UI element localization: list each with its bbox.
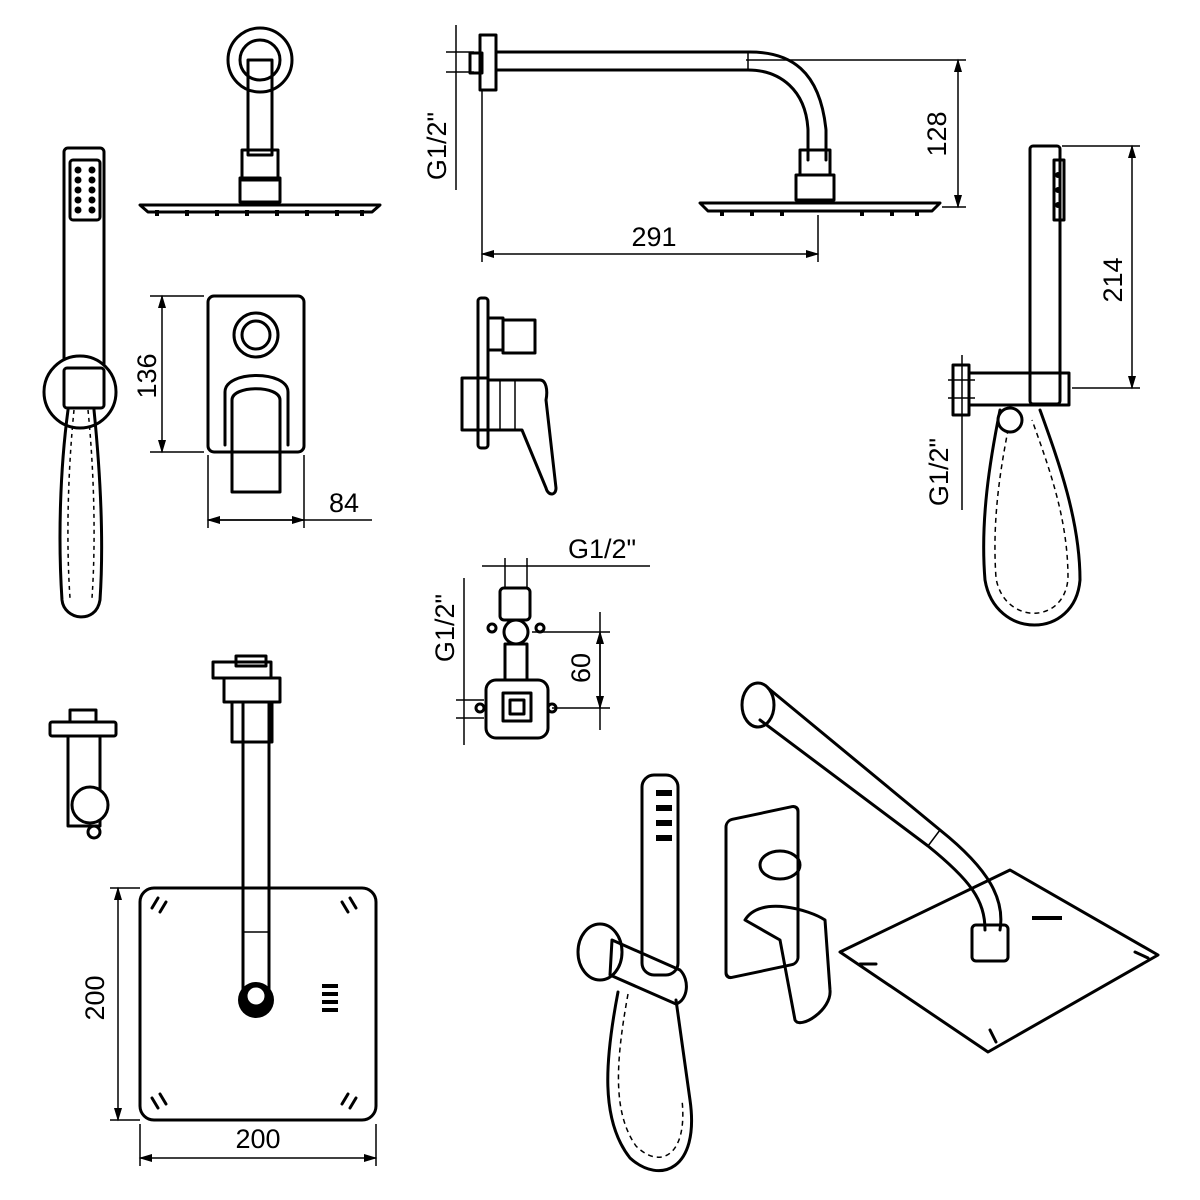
assembled-set-perspective bbox=[576, 681, 1160, 1173]
dimension-holder-height: 214 bbox=[1098, 257, 1128, 302]
dimension-arm-length: 291 bbox=[631, 222, 676, 252]
shower-arm-front-view bbox=[138, 26, 382, 216]
dimension-valve-thread-top: G1/2" bbox=[568, 534, 636, 564]
shower-arm-side-view bbox=[468, 33, 942, 216]
mixer-side-view bbox=[460, 296, 558, 496]
dimension-head-width: 200 bbox=[235, 1124, 280, 1154]
dimension-holder-thread: G1/2" bbox=[924, 438, 954, 506]
wall-outlet-elbow bbox=[48, 708, 118, 840]
hand-shower-holder-side-view bbox=[951, 144, 1082, 627]
mixer-front-view bbox=[206, 294, 306, 494]
dimension-head-height: 200 bbox=[80, 975, 110, 1020]
dimension-arm-thread: G1/2" bbox=[422, 112, 452, 180]
dimension-valve-spacing: 60 bbox=[566, 653, 596, 683]
dimension-mixer-depth: 84 bbox=[329, 488, 359, 518]
concealed-valve-body bbox=[474, 586, 558, 740]
hand-shower-front-view bbox=[42, 146, 118, 619]
dimension-lines bbox=[110, 25, 1140, 1166]
dimension-mixer-height: 136 bbox=[132, 353, 162, 398]
square-shower-head-top-view bbox=[138, 654, 378, 1122]
dimension-valve-thread-side: G1/2" bbox=[430, 594, 460, 662]
dimension-arm-drop: 128 bbox=[922, 111, 952, 156]
